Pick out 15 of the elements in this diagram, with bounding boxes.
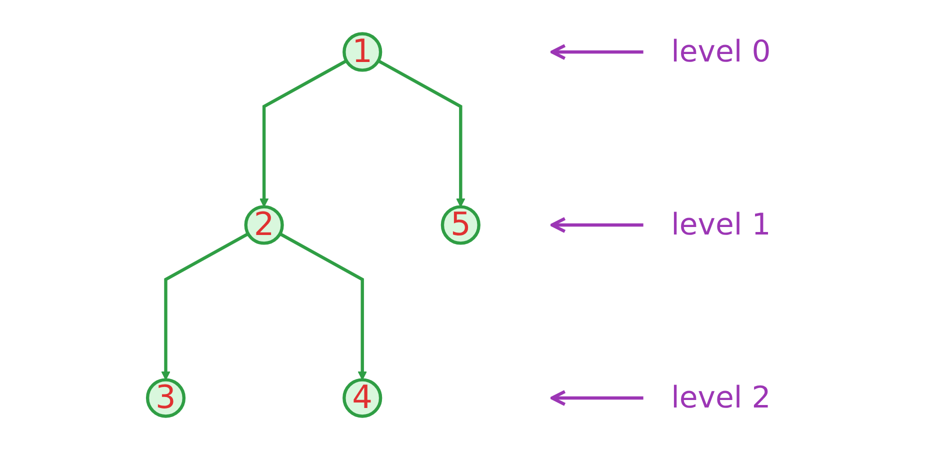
arrow [259, 59, 348, 208]
node-circle: 3 [146, 378, 186, 418]
node-circle: 1 [342, 32, 382, 72]
arrow [550, 44, 644, 60]
arrow [377, 59, 466, 208]
node-circle: 4 [342, 378, 382, 418]
node-text: level 1 [670, 206, 771, 242]
node-circle: 2 [244, 205, 284, 245]
arrow [550, 217, 644, 233]
arrow [160, 232, 249, 380]
node-text: level 0 [670, 34, 771, 70]
arrow [279, 232, 367, 380]
node-text: level 2 [670, 380, 771, 416]
node-circle: 5 [440, 205, 480, 245]
arrow [550, 390, 644, 406]
